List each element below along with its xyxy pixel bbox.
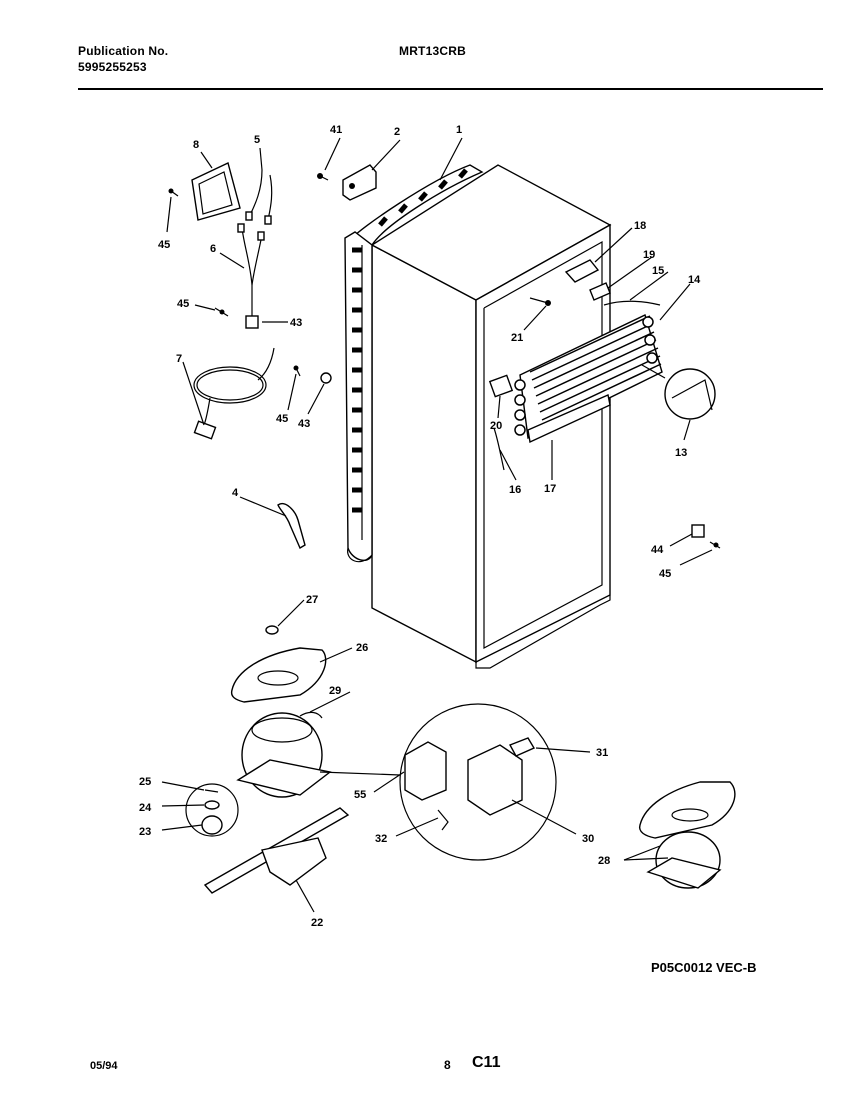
model-number: MRT13CRB <box>399 44 466 58</box>
callout-41: 41 <box>330 124 342 136</box>
part-41-screw <box>317 173 329 181</box>
part-20-thermostat <box>488 374 514 398</box>
callout-16: 16 <box>509 484 521 496</box>
callout-45-c: 45 <box>276 413 288 425</box>
publication-label: Publication No. <box>78 44 169 58</box>
part-24-washer <box>204 800 220 810</box>
part-13-heater-detail <box>641 364 716 420</box>
part-26-drain-pan <box>230 647 327 703</box>
callout-labels: 1 2 41 5 8 45 6 45 43 7 45 43 4 18 19 15… <box>139 124 701 929</box>
part-43-clip <box>320 372 332 384</box>
callout-45-a: 45 <box>158 239 170 251</box>
callout-55: 55 <box>354 789 366 801</box>
part-8-frame <box>191 162 241 221</box>
callout-30: 30 <box>582 833 594 845</box>
leader-lines <box>161 137 713 913</box>
diagram-code: P05C0012 VEC-B <box>651 960 757 975</box>
part-16-capillary <box>493 427 505 471</box>
callout-28: 28 <box>598 855 610 867</box>
callout-27: 27 <box>306 594 318 606</box>
callout-19: 19 <box>643 249 655 261</box>
part-17-evaporator <box>514 314 663 444</box>
callout-4: 4 <box>232 487 239 499</box>
callout-26: 26 <box>356 642 368 654</box>
footer-page-number: 8 <box>444 1058 451 1072</box>
part-29-compressor <box>236 711 332 798</box>
callout-8: 8 <box>193 139 199 151</box>
part-5-wire-harness <box>245 169 273 225</box>
relay-detail-circle <box>319 703 557 861</box>
part-19-clip <box>589 282 611 301</box>
callout-7: 7 <box>176 353 182 365</box>
part-18-bracket <box>564 259 600 283</box>
part-25-mount-clip <box>204 789 219 793</box>
callout-20: 20 <box>490 420 502 432</box>
refrigerator-cabinet <box>370 164 612 669</box>
callout-43-a: 43 <box>290 317 302 329</box>
callout-45-d: 45 <box>659 568 671 580</box>
callout-14: 14 <box>688 274 701 286</box>
part-6-wire-harness <box>237 223 265 329</box>
part-45-screw-c <box>293 365 301 377</box>
part-23-grommet <box>185 783 239 837</box>
callout-23: 23 <box>139 826 151 838</box>
part-28-compressor-assembly <box>638 781 736 889</box>
callout-5: 5 <box>254 134 260 146</box>
callout-6: 6 <box>210 243 216 255</box>
callout-44: 44 <box>651 544 664 556</box>
callout-17: 17 <box>544 483 556 495</box>
part-27-grommet <box>265 625 279 635</box>
header-rule <box>78 88 823 90</box>
callout-2: 2 <box>394 126 400 138</box>
callout-25: 25 <box>139 776 151 788</box>
callout-24: 24 <box>139 802 152 814</box>
callout-15: 15 <box>652 265 664 277</box>
callout-31: 31 <box>596 747 608 759</box>
callout-29: 29 <box>329 685 341 697</box>
callout-43-b: 43 <box>298 418 310 430</box>
part-45-screw-a <box>168 188 179 197</box>
callout-22: 22 <box>311 917 323 929</box>
part-1-condenser-loop <box>344 164 484 563</box>
callout-1: 1 <box>456 124 462 136</box>
callout-32: 32 <box>375 833 387 845</box>
part-4-tube <box>277 503 306 550</box>
part-2-bracket <box>342 164 377 201</box>
footer-date: 05/94 <box>90 1060 118 1072</box>
part-22-base-rail <box>203 807 350 894</box>
part-15-tube <box>603 300 661 306</box>
part-44-bracket <box>691 524 705 538</box>
publication-number: 5995255253 <box>78 60 147 74</box>
callout-13: 13 <box>675 447 687 459</box>
callout-21: 21 <box>511 332 523 344</box>
part-21-screw <box>529 297 551 306</box>
footer-section: C11 <box>472 1054 501 1071</box>
callout-45-b: 45 <box>177 298 189 310</box>
part-7-power-cord <box>193 347 275 440</box>
part-45-screw-d <box>709 541 721 549</box>
part-45-screw-b <box>214 307 229 317</box>
callout-18: 18 <box>634 220 646 232</box>
